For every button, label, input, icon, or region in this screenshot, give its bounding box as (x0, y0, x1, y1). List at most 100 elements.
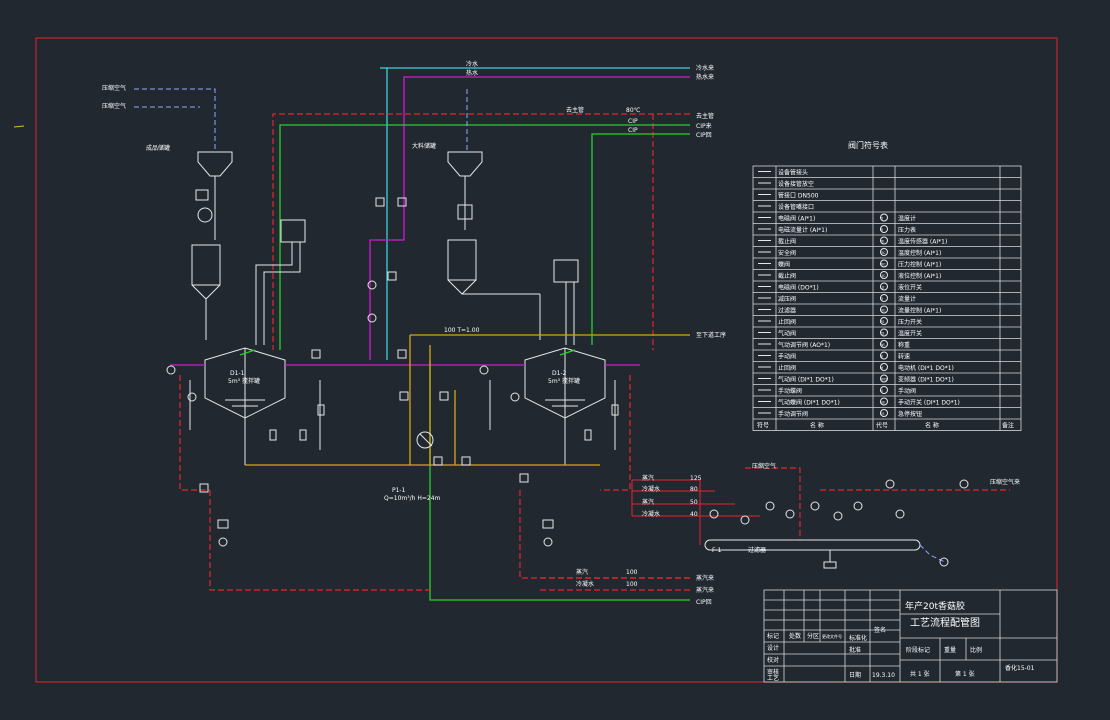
cip-out-label-1: CIP来 (696, 123, 712, 130)
legend-code: TS (879, 332, 885, 336)
legend-code-icon (880, 294, 888, 302)
steam-supply-line (272, 113, 690, 350)
legend-code-icon (880, 282, 888, 291)
steam-label: 去主管 (566, 106, 584, 114)
steam-val-4: 40 (690, 511, 698, 518)
tank-left-spec: 5m³ 搅拌罐 (228, 377, 260, 385)
legend-code-icon (880, 317, 888, 325)
tb-design: 设计 (767, 644, 779, 652)
tb-approve: 批准 (849, 646, 861, 654)
legend-name: 过滤器 (778, 307, 796, 315)
drawing-frame (35, 37, 1058, 683)
legend-footer-cell: 代号 (876, 422, 888, 430)
tb-sheets: 共 1 张 (910, 670, 930, 678)
right-out-label: 至下道工序 (696, 331, 726, 339)
legend-desc: 压力表 (898, 226, 916, 234)
legend-code-icon (880, 328, 888, 337)
bottom-val-2: 100 (626, 581, 638, 588)
tb-mark: 标记 (767, 632, 779, 640)
header-in-label: 压缩空气来 (990, 478, 1020, 486)
legend-desc: 流量计 (898, 295, 916, 303)
legend-desc: 变频器 (DI*1 DO*1) (898, 376, 954, 384)
legend-footer-cell: 名 称 (925, 422, 939, 430)
legend-name: 设备管接头 (778, 169, 808, 177)
legend-desc: 温度控制 (AI*1) (898, 249, 941, 257)
legend-code-icon (880, 363, 888, 371)
temp-80-label: 80℃ (626, 107, 641, 114)
legend-name: 电磁阀 (DO*1) (778, 284, 819, 292)
legend-footer-cell: 备注 (1002, 422, 1014, 430)
legend-code: TI (879, 217, 883, 221)
tb-check: 校对 (767, 656, 779, 664)
legend-desc: 称重 (898, 341, 910, 349)
steam-val-3: 50 (690, 499, 698, 506)
legend-code: PIC (880, 263, 886, 267)
legend-name: 管接口 DN500 (778, 192, 819, 200)
header-instruments (709, 479, 969, 567)
cip-label-1: CIP (628, 118, 638, 125)
tank-right-id: D1-2 (552, 370, 567, 377)
legend-name: 设备接管放空 (778, 180, 814, 188)
legend-name: 手动阀 (778, 353, 796, 361)
legend-name: 安全阀 (778, 249, 796, 257)
steam-line-2: 冷凝水 (642, 485, 660, 493)
right-hopper-tag: 大料储罐 (412, 142, 436, 150)
right-hopper (447, 151, 541, 340)
legend-code-icon (880, 225, 888, 233)
legend-code: HS (880, 401, 886, 405)
title-project: 年产20t香菇胶 (905, 600, 965, 612)
cip-label-2: CIP (628, 127, 638, 134)
legend-code: PI (880, 228, 883, 232)
legend-desc: 手动开关 (DI*1 DO*1) (898, 399, 960, 407)
tb-date-val: 19.3.10 (872, 672, 895, 679)
left-air-label-2: 压缩空气 (102, 102, 126, 110)
legend-code: VFD (880, 378, 887, 382)
legend-name: 气动阀 (778, 330, 796, 338)
legend-code: LS (880, 286, 885, 290)
tank-left-id: D1-1 (230, 370, 245, 377)
legend-code-icon (880, 248, 888, 256)
legend-desc: 压力开关 (898, 318, 922, 326)
steam-line-3: 蒸汽 (642, 498, 654, 506)
bottom-line-1: 蒸汽 (576, 568, 588, 576)
bottom-cip: CIP回 (696, 599, 712, 606)
steam-line-labels: 蒸汽 冷凝水 蒸汽 冷凝水 125 80 50 40 (642, 474, 702, 518)
bottom-out-2: 蒸汽来 (696, 586, 714, 594)
cold-water-line (380, 67, 690, 360)
cold-water-label: 冷水 (466, 60, 478, 68)
cip-lines (279, 124, 690, 601)
legend-name: 止回阀 (778, 364, 796, 372)
legend-code-icon (880, 351, 888, 360)
legend-code-icon (880, 386, 888, 394)
tb-doc: 更改文件号 (822, 633, 842, 639)
header-label: 过滤器 (748, 546, 766, 554)
legend-name: 减压阀 (778, 295, 796, 303)
legend-desc: 温度开关 (898, 330, 922, 338)
cip-out-label-2: CIP回 (696, 132, 712, 139)
legend-name: 电磁阀 (AI*1) (778, 215, 815, 223)
legend-code: FIC (880, 309, 886, 313)
hot-water-label: 热水 (466, 69, 478, 77)
tb-std: 标准化 (849, 634, 867, 642)
cold-water-out-label: 冷水来 (696, 64, 714, 72)
header-id: F-1 (712, 547, 722, 554)
tb-process: 工艺 (767, 674, 779, 682)
legend-footer-cell: 名 称 (810, 422, 824, 430)
tb-sign: 签名 (874, 626, 886, 634)
left-air-label-1: 压缩空气 (102, 84, 126, 92)
legend-code: H (880, 389, 883, 393)
legend-code: PS (880, 320, 885, 324)
legend-name: 电磁流量计 (AI*1) (778, 226, 827, 234)
legend-desc: 手动阀 (898, 387, 916, 395)
steam-line-1: 蒸汽 (642, 474, 654, 482)
tank-left (204, 347, 286, 465)
legend-name: 截止阀 (778, 272, 796, 280)
legend-code-icon (880, 340, 888, 348)
legend-name: 蝶阀 (778, 261, 790, 269)
tb-review: 审核 (767, 668, 779, 676)
tb-date: 日期 (849, 671, 861, 679)
legend-name: 止回阀 (778, 318, 796, 326)
legend-name: 设备管嘴接口 (778, 203, 814, 211)
tb-scale: 比例 (970, 646, 982, 654)
